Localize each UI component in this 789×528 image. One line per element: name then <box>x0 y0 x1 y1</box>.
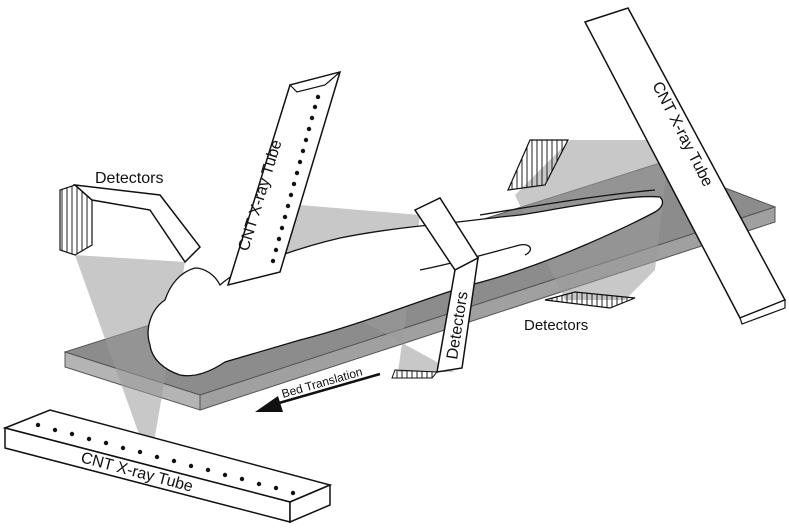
detector-right-upper <box>507 139 569 191</box>
detector-left-top <box>72 183 201 264</box>
detector-left: Detectors <box>59 170 201 264</box>
bed-translation-arrow-shaft <box>271 372 381 407</box>
detector-middle-front <box>436 256 479 373</box>
tube-bottom-end <box>289 483 331 524</box>
xray-tube-bottom: CNT X-ray Tube <box>2 409 333 524</box>
detector-middle: Detectors <box>391 197 480 379</box>
tube-top-right-end <box>739 299 786 325</box>
patient-leg-line <box>479 189 656 216</box>
bed-translation-arrow-head <box>255 396 283 412</box>
detector-left-face <box>59 184 93 256</box>
detector-right-lower: Detectors <box>524 291 636 334</box>
detectors-label-right: Detectors <box>524 317 588 334</box>
detectors-label-left: Detectors <box>95 170 163 187</box>
tube-top-left-face <box>288 71 341 93</box>
tube-top-left-emitters <box>270 94 321 264</box>
detector-right-upper-face <box>507 139 569 191</box>
tube-bottom-emitters <box>35 422 296 496</box>
detector-right-lower-face <box>544 291 636 309</box>
detector-middle-hatch <box>391 369 439 379</box>
